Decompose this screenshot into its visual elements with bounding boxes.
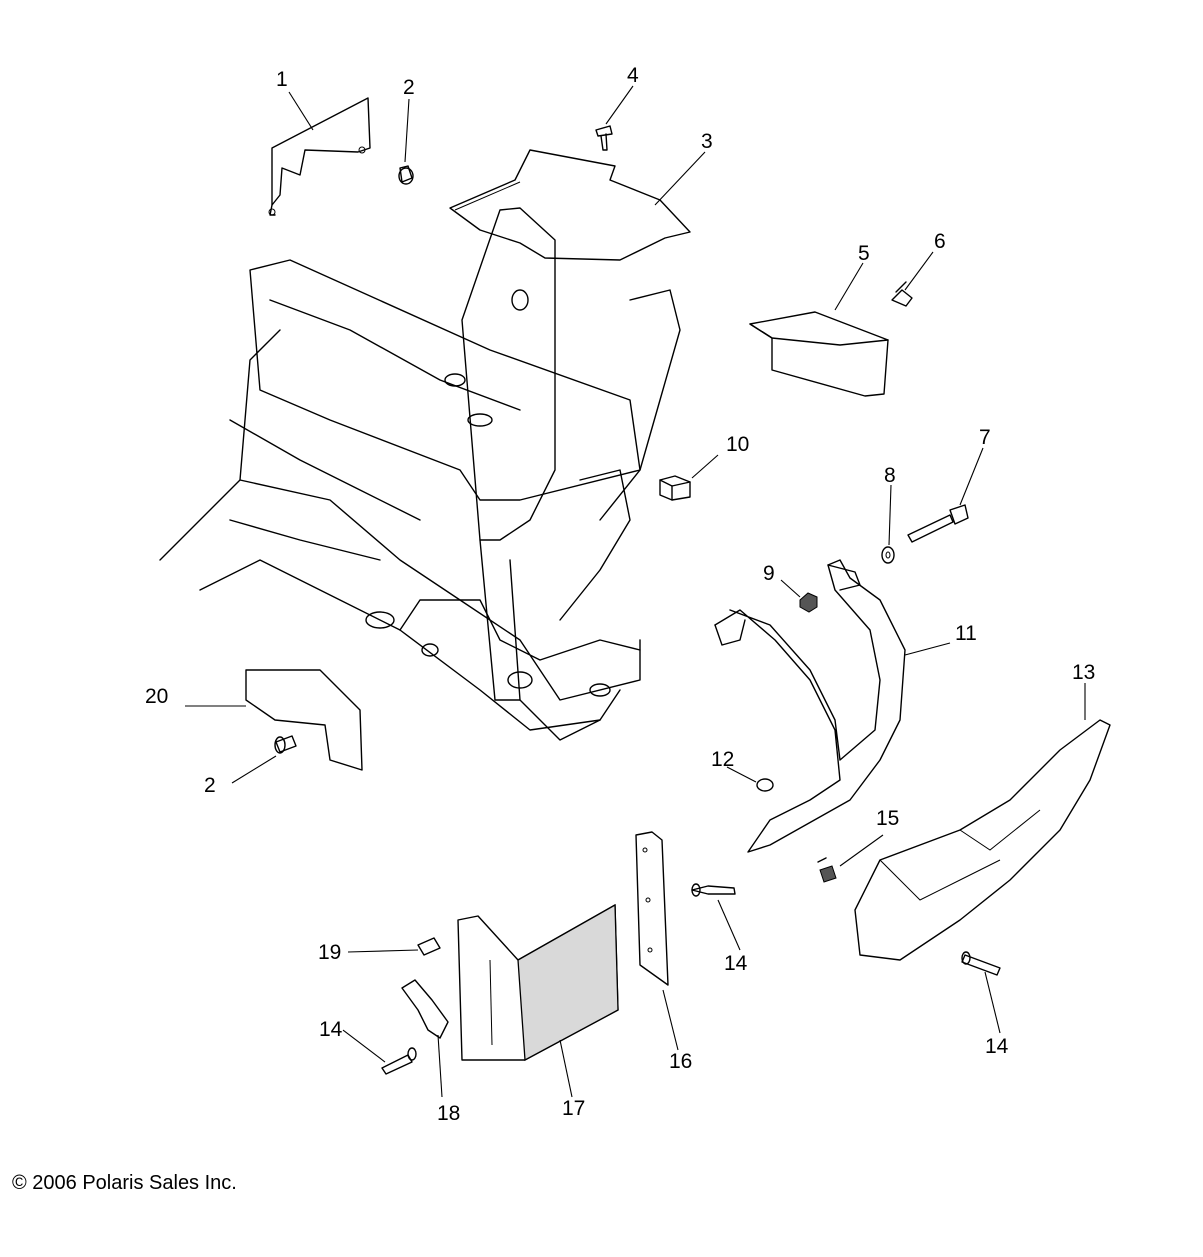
part-1-heat-shield	[268, 97, 371, 216]
part-11-brush-guard	[714, 559, 906, 853]
callout-12: 12	[711, 748, 734, 771]
callout-15: 15	[876, 807, 899, 830]
part-18-bracket	[401, 979, 449, 1039]
part-14-rivet-left	[381, 1047, 417, 1075]
callout-6: 6	[934, 230, 946, 253]
part-10-bumper-block	[659, 475, 691, 501]
part-13-skid-plate	[854, 719, 1111, 961]
main-frame-chassis	[159, 207, 681, 741]
callout-5: 5	[858, 242, 870, 265]
callout-8: 8	[884, 464, 896, 487]
callout-18: 18	[437, 1102, 460, 1125]
callout-7: 7	[979, 426, 991, 449]
callout-11: 11	[955, 622, 977, 645]
callout-16: 16	[669, 1050, 692, 1073]
callout-2-bottom: 2	[204, 774, 216, 797]
callout-1: 1	[276, 68, 288, 91]
part-16-side-panel	[635, 831, 669, 986]
callout-17: 17	[562, 1097, 585, 1120]
callout-labels: 1 2 2 3 4 5 6 7 8 9 10 11 12 13 14 14 14…	[145, 64, 1095, 1125]
copyright-notice: © 2006 Polaris Sales Inc.	[12, 1172, 237, 1194]
part-9-nut	[799, 592, 818, 613]
part-2-push-rivet-top	[398, 165, 414, 185]
part-6-screw	[891, 281, 913, 307]
callout-2-top: 2	[403, 76, 415, 99]
callout-19: 19	[318, 941, 341, 964]
part-5-bracket	[749, 311, 889, 397]
part-2-push-rivet-bottom	[274, 735, 297, 754]
callout-14-left: 14	[319, 1018, 343, 1041]
part-12-washer	[756, 778, 774, 792]
callout-9: 9	[763, 562, 775, 585]
part-7-bolt	[907, 504, 969, 543]
part-19-pin	[417, 937, 441, 956]
callout-4: 4	[627, 64, 639, 87]
callout-13: 13	[1072, 661, 1095, 684]
part-20-side-plate	[245, 669, 363, 771]
part-14-rivet-right	[961, 951, 1001, 976]
part-15-screw	[817, 857, 837, 883]
part-14-rivet-center	[691, 883, 736, 897]
leader-lines	[185, 85, 1086, 1098]
callout-20: 20	[145, 685, 168, 708]
callout-10: 10	[726, 433, 749, 456]
callout-3: 3	[701, 130, 713, 153]
callout-14-right: 14	[985, 1035, 1009, 1058]
part-17-front-grille	[457, 903, 619, 1062]
callout-14-center: 14	[724, 952, 748, 975]
part-3-floor-panel	[449, 149, 691, 261]
part-8-washer	[881, 546, 895, 564]
part-4-bolt	[595, 125, 613, 151]
